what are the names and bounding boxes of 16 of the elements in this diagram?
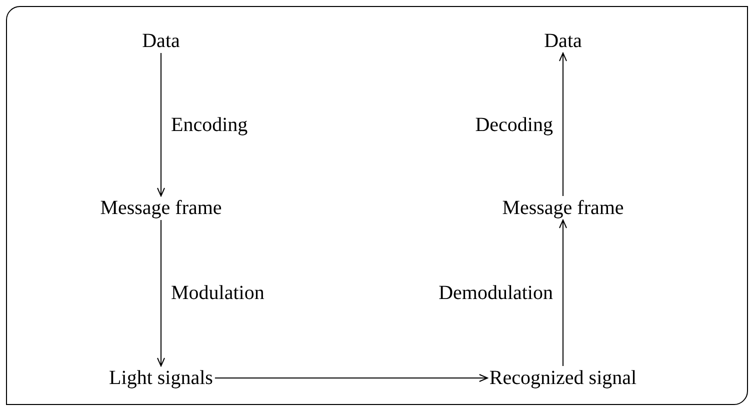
arrow [559, 220, 567, 366]
node-label: Data [542, 29, 584, 53]
edge-label: Encoding [171, 112, 248, 136]
arrow [157, 52, 165, 196]
edge-label: Demodulation [438, 281, 553, 305]
node-label: Message frame [98, 196, 224, 220]
arrow [214, 374, 488, 382]
node-label: Light signals [107, 366, 215, 390]
node-label: Message frame [500, 196, 626, 220]
arrow [559, 52, 567, 196]
node-label: Recognized signal [487, 366, 639, 390]
edge-label: Decoding [475, 112, 553, 136]
arrow [157, 220, 165, 366]
edge-label: Modulation [171, 281, 264, 305]
frame-box [6, 6, 748, 405]
node-label: Data [140, 29, 182, 53]
